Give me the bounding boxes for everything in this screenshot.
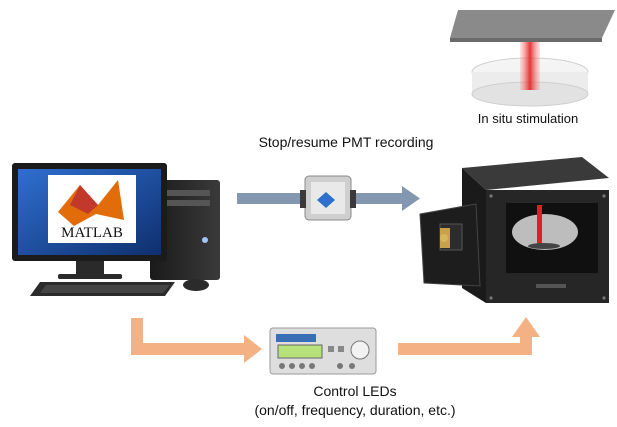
led-control-arrows — [131, 317, 540, 363]
in-situ-stimulation-label: In situ stimulation — [477, 111, 579, 126]
daq-terminal-right — [350, 190, 356, 208]
controller-button-icon — [279, 363, 285, 369]
in-situ-stimulation-illustration — [450, 10, 615, 107]
laser-beam — [520, 42, 540, 90]
matlab-logo-text: MATLAB — [61, 225, 123, 241]
led-arrow-up-shaft — [520, 336, 532, 355]
daq-arrow-head — [402, 186, 420, 211]
daq-terminal-left — [300, 190, 306, 208]
led-arrow-right-shaft — [131, 343, 244, 355]
controller-display — [277, 344, 323, 359]
control-leds-label: Control LEDs — [313, 383, 397, 399]
power-light-icon — [202, 237, 208, 243]
led-arrow-out-shaft — [398, 343, 526, 355]
monitor-stand — [76, 261, 104, 275]
glass-slide — [450, 10, 615, 38]
sample-dish — [512, 214, 578, 250]
pmt-dark-box — [419, 157, 609, 303]
computer-with-matlab: MATLAB — [12, 163, 220, 296]
mouse — [183, 279, 209, 291]
led-function-generator — [269, 327, 377, 375]
controller-knob-icon — [350, 340, 370, 360]
box-top — [462, 157, 609, 190]
box-handle — [536, 284, 566, 288]
daq-logo-icon — [317, 192, 335, 208]
stop-resume-pmt-label: Stop/resume PMT recording — [258, 134, 434, 150]
led-arrow-right-head — [244, 335, 262, 363]
stimulation-laser — [537, 205, 542, 247]
usb-daq-device — [300, 175, 356, 221]
led-arrow-up-head — [512, 317, 540, 337]
control-leds-detail-label: (on/off, frequency, duration, etc.) — [254, 402, 456, 418]
